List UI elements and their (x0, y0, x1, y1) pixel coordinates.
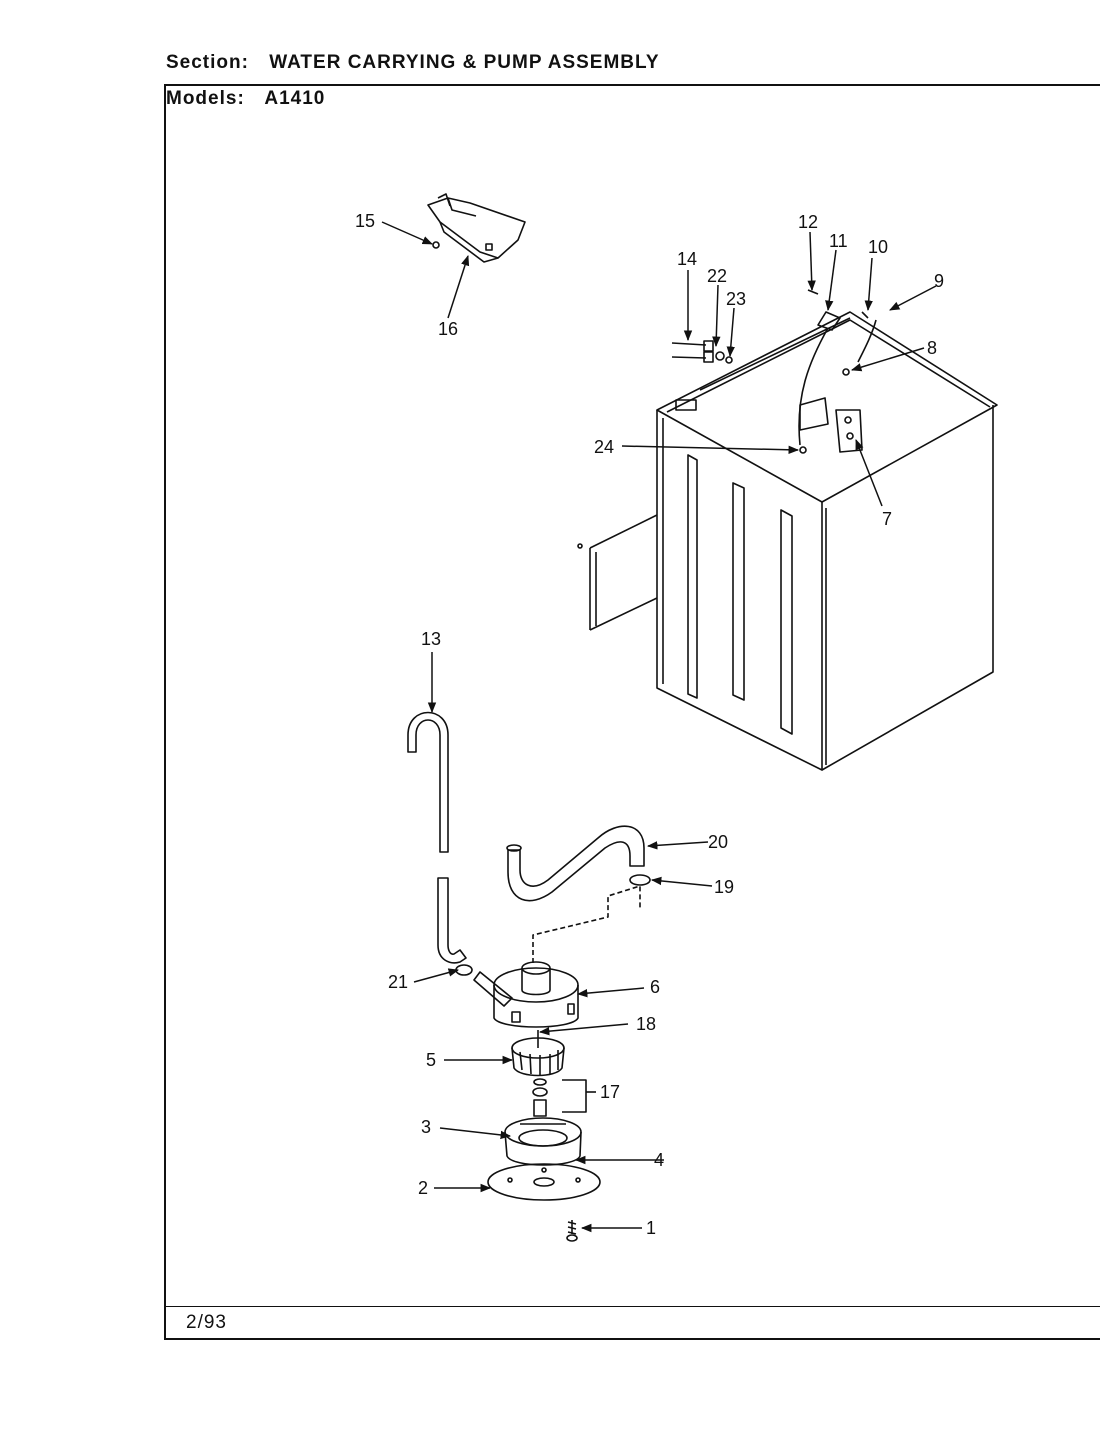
callout-23: 23 (726, 289, 746, 309)
bracket-part-16 (427, 193, 526, 263)
hose-part-21 (437, 877, 467, 964)
callout-6: 6 (650, 977, 660, 997)
callout-20: 20 (708, 832, 728, 852)
models-label: Models: (166, 88, 245, 109)
footer-rule (164, 1306, 1100, 1307)
pump-part-6 (473, 961, 579, 1028)
callout-13: 13 (421, 629, 441, 649)
cabinet-assembly (577, 289, 998, 771)
callout-24: 24 (594, 437, 614, 457)
section-title: WATER CARRYING & PUMP ASSEMBLY (269, 52, 660, 73)
leader-19-to-6 (532, 885, 641, 963)
model-number: A1410 (264, 88, 326, 109)
hose-clamp (455, 964, 473, 976)
callout-7: 7 (882, 509, 892, 529)
section-header: Section: WATER CARRYING & PUMP ASSEMBLY (166, 52, 660, 74)
callout-21: 21 (388, 972, 408, 992)
revision-date: 2/93 (186, 1312, 227, 1333)
callout-3: 3 (421, 1117, 431, 1137)
models-header: Models: A1410 (166, 88, 325, 110)
leader-lines (381, 221, 937, 1233)
pump-base-part-3 (504, 1117, 582, 1166)
callout-14: 14 (677, 249, 697, 269)
hose-part-20 (506, 825, 645, 902)
seal-kit-part-17 (532, 1078, 548, 1117)
callout-1: 1 (646, 1218, 656, 1238)
callout-9: 9 (934, 271, 944, 291)
section-label: Section: (166, 52, 249, 73)
callout-12: 12 (798, 212, 818, 232)
callout-11: 11 (829, 231, 848, 251)
screw-part-1 (566, 1220, 578, 1242)
diagram-frame (164, 84, 1100, 1340)
callout-8: 8 (927, 338, 937, 358)
callout-22: 22 (707, 266, 727, 286)
callout-17: 17 (600, 1082, 620, 1102)
callout-4: 4 (654, 1150, 664, 1170)
clip-part-24 (799, 446, 807, 454)
callout-10: 10 (868, 237, 888, 257)
hose-clamp-part-19 (629, 874, 651, 886)
callout-19: 19 (714, 877, 734, 897)
callout-15: 15 (355, 211, 375, 231)
impeller-part-5 (511, 1030, 565, 1077)
mounting-plate-part-2 (487, 1163, 601, 1201)
hose-part-13 (407, 711, 449, 853)
callout-18: 18 (636, 1014, 656, 1034)
screw-part-15 (432, 241, 440, 249)
bracket-17 (562, 1079, 587, 1113)
callout-5: 5 (426, 1050, 436, 1070)
callout-16: 16 (438, 319, 458, 339)
part-callouts: 15 16 12 11 10 9 8 7 24 14 22 23 13 20 1… (355, 211, 944, 1238)
callout-2: 2 (418, 1178, 428, 1198)
